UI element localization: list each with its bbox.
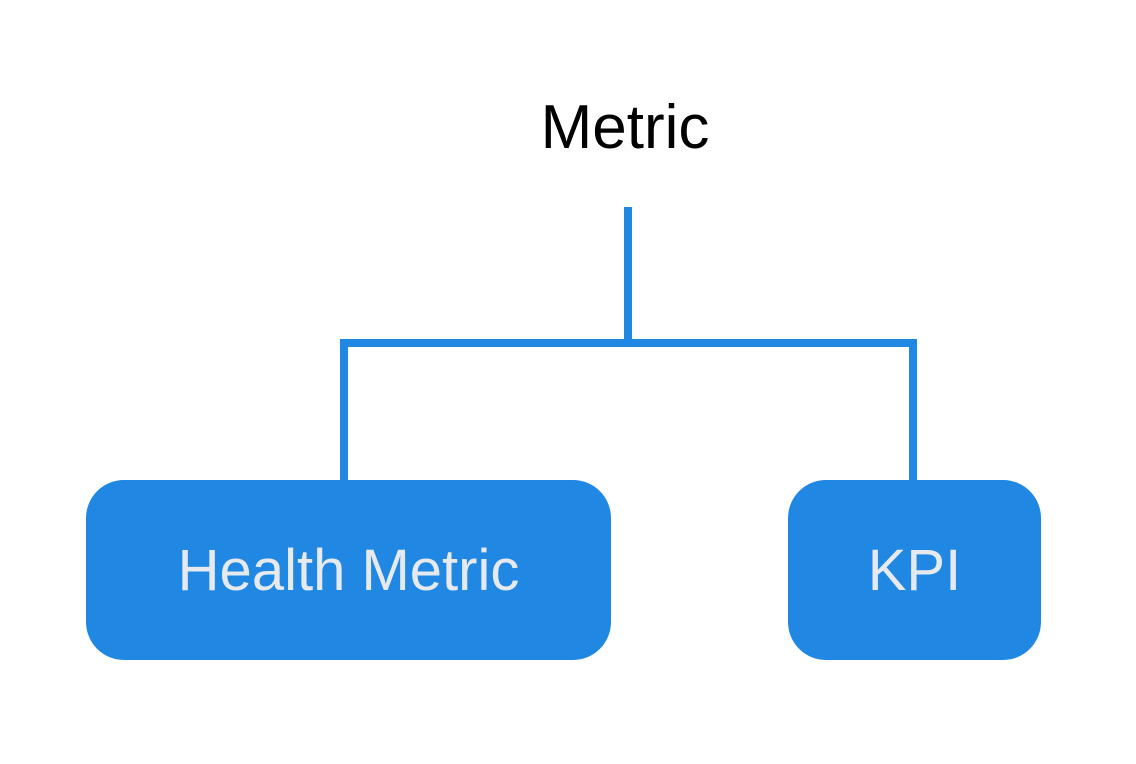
root-node-label: Metric — [540, 93, 710, 162]
child-node-label: KPI — [867, 537, 962, 603]
child-node-health-metric: Health Metric — [86, 480, 611, 660]
child-node-kpi: KPI — [788, 480, 1041, 660]
child-node-label: Health Metric — [177, 537, 520, 603]
